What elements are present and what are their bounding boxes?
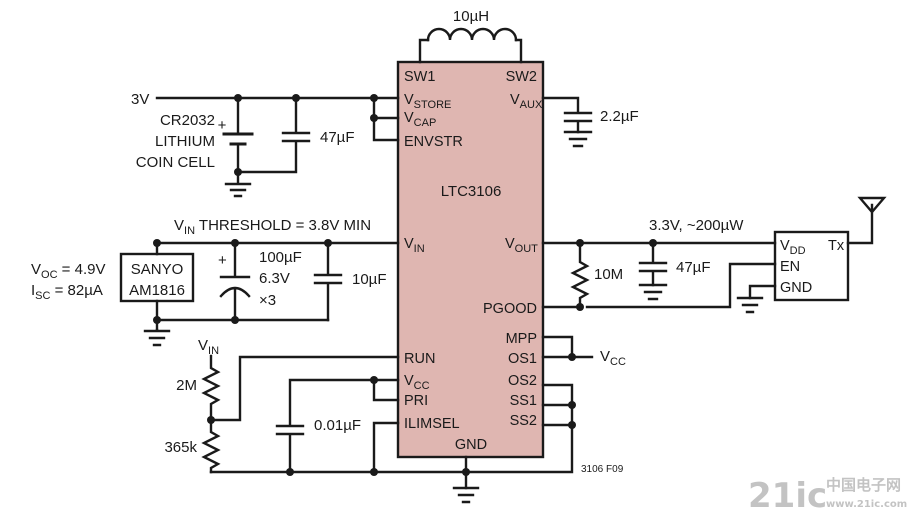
input-cap-big-line2: 6.3V [259, 270, 290, 287]
vin-threshold-label: VIN THRESHOLD = 3.8V MIN [174, 217, 371, 237]
ground-icon [143, 328, 171, 347]
solar-part-line1: SANYO [131, 261, 184, 278]
pgood-en-net [585, 262, 777, 309]
pin-mpp: MPP [506, 331, 537, 347]
run-net [209, 355, 400, 422]
input-cap-small-value: 10µF [352, 271, 387, 288]
watermark-brand: 21ic [748, 476, 827, 516]
load-block [773, 230, 850, 302]
store-capacitor [236, 96, 311, 174]
watermark: 21ic 中国电子网 www.21ic.com [748, 476, 907, 516]
vin-divider-label: VIN [198, 337, 219, 357]
pin-ss1: SS1 [510, 393, 537, 409]
ic-part-label: LTC3106 [441, 183, 502, 200]
watermark-cn-line2: www.21ic.com [826, 499, 907, 510]
store-cap-value: 47µF [320, 129, 355, 146]
input-capacitor-100uf: + [218, 241, 251, 322]
vcc-capacitor [275, 378, 400, 474]
isc-label: ISC = 82µA [31, 282, 103, 302]
vcc-output-label: VCC [600, 348, 626, 368]
ground-icon [736, 296, 764, 314]
pgood-res-value: 10M [594, 266, 623, 283]
vout-spec-label: 3.3V, ~200µW [649, 217, 744, 234]
inductor [418, 27, 523, 64]
coin-cell-battery: + [218, 96, 254, 174]
pin-vin: VIN [404, 236, 425, 255]
pin-os1: OS1 [508, 351, 537, 367]
pin-vcap: VCAP [404, 110, 436, 129]
svg-text:+: + [218, 117, 227, 134]
ground-icon [563, 130, 593, 148]
pin-sw1: SW1 [404, 69, 435, 85]
mpp-os1-net [541, 335, 594, 359]
divider-resistor-top [201, 354, 221, 422]
pin-sw2: SW2 [506, 69, 537, 85]
pin-pgood: PGOOD [483, 301, 537, 317]
pin-vstore: VSTORE [404, 92, 451, 111]
pin-ss2: SS2 [510, 413, 537, 429]
divider-resistor-bottom [201, 418, 221, 474]
load-pin-gnd: GND [780, 280, 812, 296]
divider-res-bottom-value: 365k [164, 439, 197, 456]
pin-gnd: GND [455, 437, 487, 453]
load-ground-lead [748, 284, 777, 300]
aux-capacitor [541, 96, 593, 134]
voc-label: VOC = 4.9V [31, 261, 105, 281]
pin-os2: OS2 [508, 373, 537, 389]
inductor-value: 10µH [453, 8, 489, 25]
figure-id: 3106 F09 [581, 464, 624, 475]
battery-type-line3: COIN CELL [136, 154, 215, 171]
input-cap-big-line3: ×3 [259, 292, 276, 309]
output-capacitor [638, 241, 668, 287]
watermark-cn-line1: 中国电子网 [826, 476, 901, 494]
svg-text:+: + [218, 252, 227, 269]
solar-part-line2: AM1816 [129, 282, 185, 299]
battery-type-line2: LITHIUM [155, 133, 215, 150]
load-pin-en: EN [780, 259, 800, 275]
load-pin-tx: Tx [828, 238, 845, 254]
pin-run: RUN [404, 351, 435, 367]
pin-ilimsel: ILIMSEL [404, 416, 460, 432]
ground-icon [224, 170, 252, 198]
battery-voltage-label: 3V [131, 91, 149, 108]
load-pin-vdd: VDD [780, 238, 806, 257]
aux-cap-value: 2.2µF [600, 108, 639, 125]
junction-dots [153, 94, 657, 476]
input-cap-big-line1: 100µF [259, 249, 302, 266]
antenna-icon [846, 196, 887, 245]
pin-envstr: ENVSTR [404, 134, 463, 150]
input-capacitor-10uf [313, 241, 343, 322]
pin-vcc: VCC [404, 373, 430, 392]
pri-ilimsel-net [372, 378, 400, 474]
battery-type-line1: CR2032 [160, 112, 215, 129]
pin-pri: PRI [404, 393, 428, 409]
solar-cell [119, 252, 195, 303]
pin-vout: VOUT [505, 236, 538, 255]
pin-vaux: VAUX [510, 92, 543, 111]
divider-res-top-value: 2M [176, 377, 197, 394]
vcc-cap-value: 0.01µF [314, 417, 361, 434]
ground-icon [452, 486, 480, 504]
output-cap-value: 47µF [676, 259, 711, 276]
ground-icon [638, 283, 668, 301]
ic-body [396, 60, 545, 459]
pgood-resistor [541, 241, 590, 309]
